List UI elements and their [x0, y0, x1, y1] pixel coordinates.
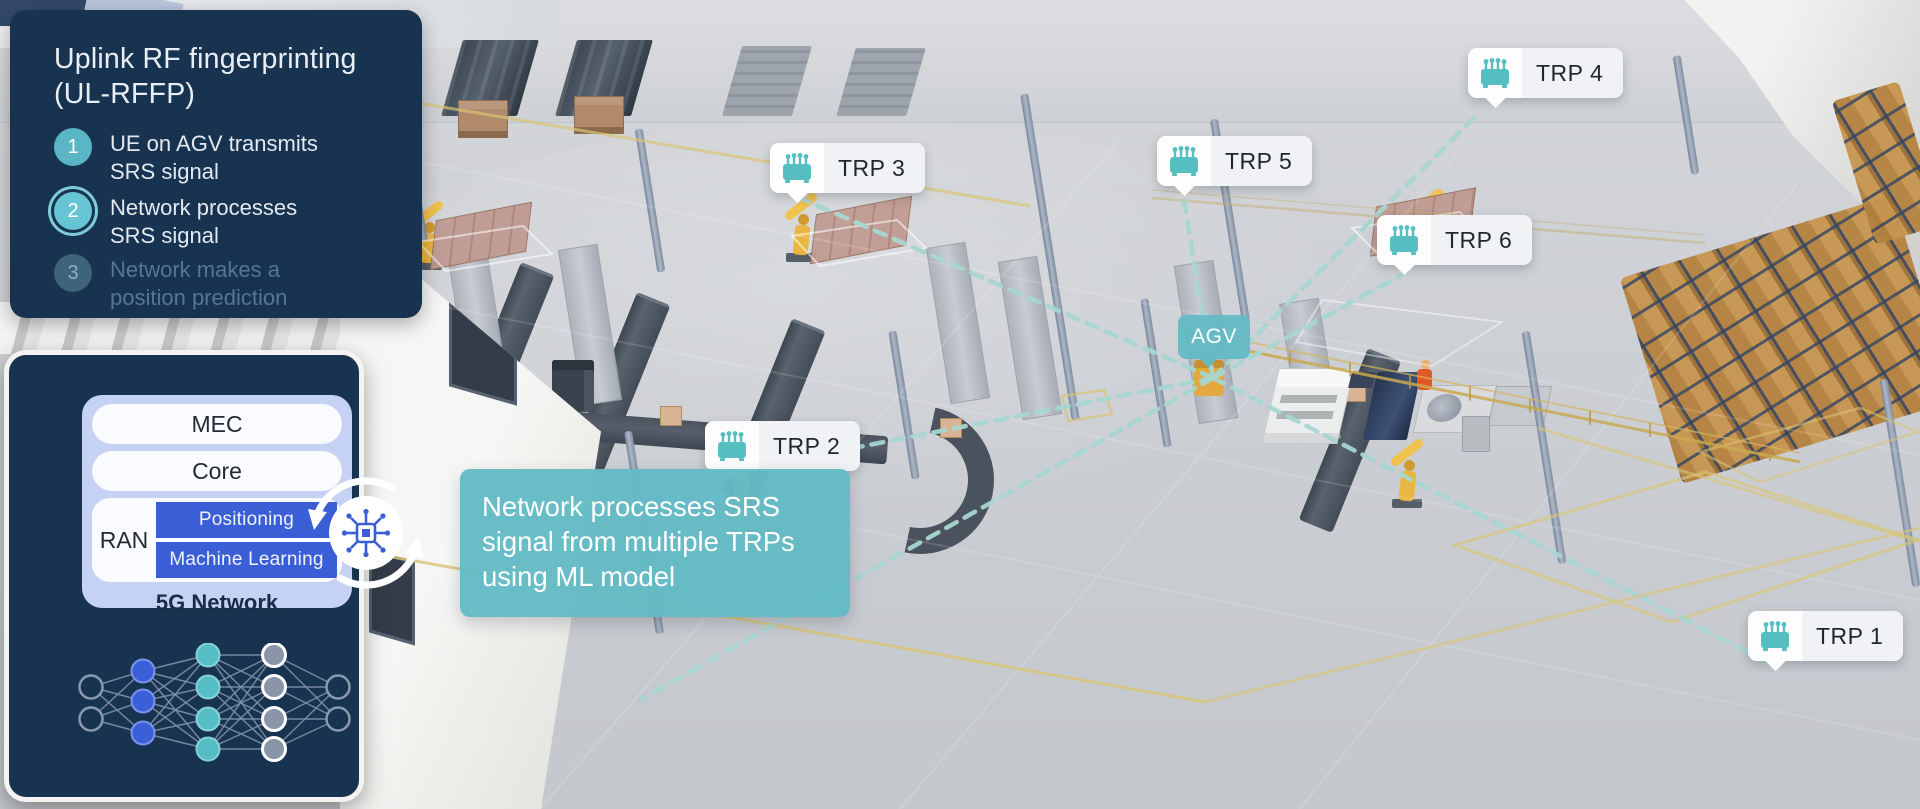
step-3: 3 Network makes a position prediction	[54, 254, 348, 312]
network-diagram-panel: MEC Core RAN Positioning Machine Learnin…	[4, 350, 364, 802]
ran-layer: RAN Positioning Machine Learning	[92, 498, 342, 582]
machine-unit	[1462, 416, 1490, 452]
trp6-label: TRP 6	[1377, 215, 1533, 276]
step-2-text: Network processes SRS signal	[110, 195, 298, 248]
worker	[1421, 360, 1430, 369]
neural-network-graphic	[78, 643, 351, 762]
machine-learning-box: Machine Learning	[156, 542, 337, 578]
core-layer: Core	[92, 451, 342, 491]
trp5-label: TRP 5	[1157, 136, 1313, 197]
crate	[660, 406, 682, 426]
trp-label-text: TRP 2	[759, 421, 861, 471]
antenna-unit-icon	[1468, 48, 1522, 98]
trp4-label: TRP 4	[1468, 48, 1624, 109]
brain-circuit-icon	[341, 508, 391, 558]
step-1-number: 1	[54, 128, 92, 166]
trp-label-text: TRP 3	[824, 143, 926, 193]
5g-network-box: MEC Core RAN Positioning Machine Learnin…	[82, 395, 352, 615]
trp2-label: TRP 2	[705, 421, 861, 482]
step-2-number: 2	[54, 192, 92, 230]
info-panel: Uplink RF fingerprinting (UL-RFFP) 1 UE …	[10, 10, 422, 318]
ran-label: RAN	[99, 526, 149, 553]
trp3-label: TRP 3	[770, 143, 926, 204]
agv-label-text: AGV	[1191, 325, 1237, 348]
step-3-number: 3	[54, 254, 92, 292]
positioning-box: Positioning	[156, 502, 337, 538]
worker-vest	[1417, 369, 1432, 390]
pallet-boxes	[458, 100, 508, 138]
step-2: 2 Network processes SRS signal	[54, 192, 348, 250]
network-caption: 5G Network	[155, 590, 279, 615]
agv-label: AGV	[1178, 315, 1250, 368]
trp-label-text: TRP 1	[1802, 611, 1904, 661]
trp-label-text: TRP 5	[1211, 136, 1313, 186]
robot-arm	[1378, 437, 1442, 510]
pallet-boxes	[574, 96, 624, 134]
crate	[940, 418, 962, 438]
ml-model-icon	[301, 468, 431, 598]
step-1-text: UE on AGV transmits SRS signal	[110, 131, 318, 184]
step-3-text: Network makes a position prediction	[110, 257, 288, 310]
panel-title: Uplink RF fingerprinting (UL-RFFP)	[54, 43, 357, 110]
machine-monitor	[1348, 372, 1376, 388]
mec-layer: MEC	[92, 404, 342, 444]
trp-label-text: TRP 6	[1431, 215, 1533, 265]
callout-bubble: Network processes SRS signal from multip…	[460, 469, 850, 617]
trp-label-text: TRP 4	[1522, 48, 1624, 98]
trp1-label: TRP 1	[1748, 611, 1904, 672]
step-1: 1 UE on AGV transmits SRS signal	[54, 128, 348, 186]
